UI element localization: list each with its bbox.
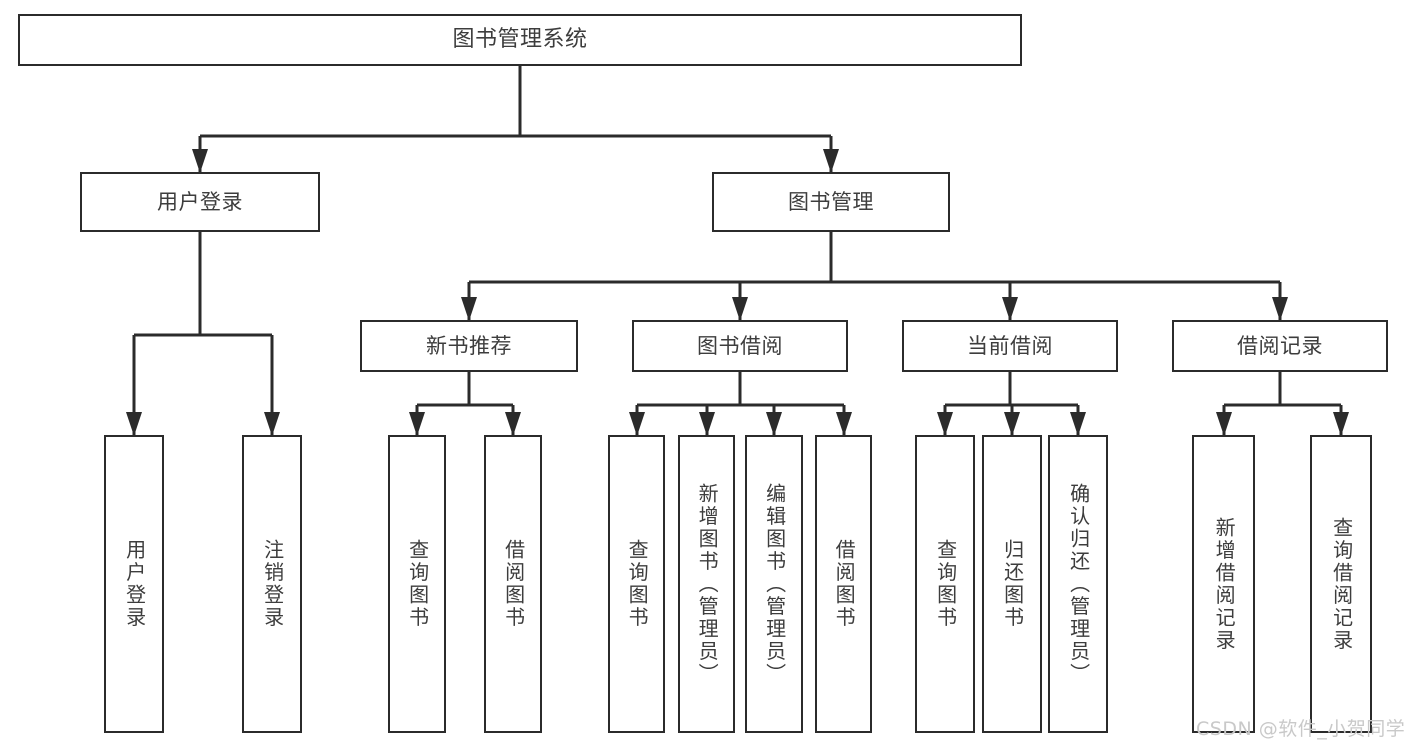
node-leaf-query-book-cur[interactable]: 查询图书 [915,435,975,733]
connector-arrowhead [1004,412,1020,436]
connector-arrowhead [1216,412,1232,436]
node-label: 图书借阅 [697,333,783,358]
connector-arrowhead [505,412,521,436]
connector-arrowhead [937,412,953,436]
node-label: 查询图书 [933,539,958,629]
node-label: 图书管理系统 [452,27,588,53]
connector-arrowhead [823,149,839,173]
connector-arrowhead [1070,412,1086,436]
node-leaf-borrow-book[interactable]: 借阅图书 [815,435,872,733]
node-new-book-recommend[interactable]: 新书推荐 [360,320,578,372]
connector-arrowhead [192,149,208,173]
connector-arrowhead [629,412,645,436]
node-current-borrow[interactable]: 当前借阅 [902,320,1118,372]
node-leaf-add-book[interactable]: 新增图书（管理员） [678,435,735,733]
node-label: 查询图书 [405,539,430,629]
node-leaf-edit-book[interactable]: 编辑图书（管理员） [745,435,803,733]
connector-arrowhead [264,412,280,436]
connector-arrowhead [409,412,425,436]
node-book-management[interactable]: 图书管理 [712,172,950,232]
node-label: 图书管理 [788,189,874,214]
node-label: 当前借阅 [967,333,1053,358]
node-root[interactable]: 图书管理系统 [18,14,1022,66]
connector-arrowhead [1333,412,1349,436]
connector-arrowhead [836,412,852,436]
node-label: 借阅记录 [1237,333,1323,358]
node-leaf-borrow-book-rec[interactable]: 借阅图书 [484,435,542,733]
node-leaf-query-record[interactable]: 查询借阅记录 [1310,435,1372,733]
connector-arrowhead [1002,297,1018,321]
node-label: 新增图书（管理员） [695,482,720,686]
node-leaf-query-book-borrow[interactable]: 查询图书 [608,435,665,733]
node-user-login[interactable]: 用户登录 [80,172,320,232]
node-label: 借阅图书 [501,539,526,629]
connector-arrowhead [461,297,477,321]
node-book-borrow[interactable]: 图书借阅 [632,320,848,372]
node-leaf-logout[interactable]: 注销登录 [242,435,302,733]
node-label: 确认归还（管理员） [1066,482,1091,686]
node-leaf-query-book-rec[interactable]: 查询图书 [388,435,446,733]
node-label: 注销登录 [260,539,285,629]
node-label: 查询借阅记录 [1329,516,1354,652]
node-label: 归还图书 [1000,539,1025,629]
node-label: 新书推荐 [426,333,512,358]
node-leaf-return-book[interactable]: 归还图书 [982,435,1042,733]
connector-arrowhead [1272,297,1288,321]
node-label: 编辑图书（管理员） [762,482,787,686]
node-leaf-add-record[interactable]: 新增借阅记录 [1192,435,1255,733]
node-label: 用户登录 [122,539,147,629]
node-leaf-user-login[interactable]: 用户登录 [104,435,164,733]
node-label: 用户登录 [157,189,243,214]
node-label: 借阅图书 [832,539,857,629]
connector-arrowhead [732,297,748,321]
connector-arrowhead [699,412,715,436]
node-label: 新增借阅记录 [1212,516,1237,652]
connector-arrowhead [766,412,782,436]
node-label: 查询图书 [625,539,650,629]
node-leaf-confirm-return[interactable]: 确认归还（管理员） [1048,435,1108,733]
node-borrow-record[interactable]: 借阅记录 [1172,320,1388,372]
connector-arrowhead [126,412,142,436]
